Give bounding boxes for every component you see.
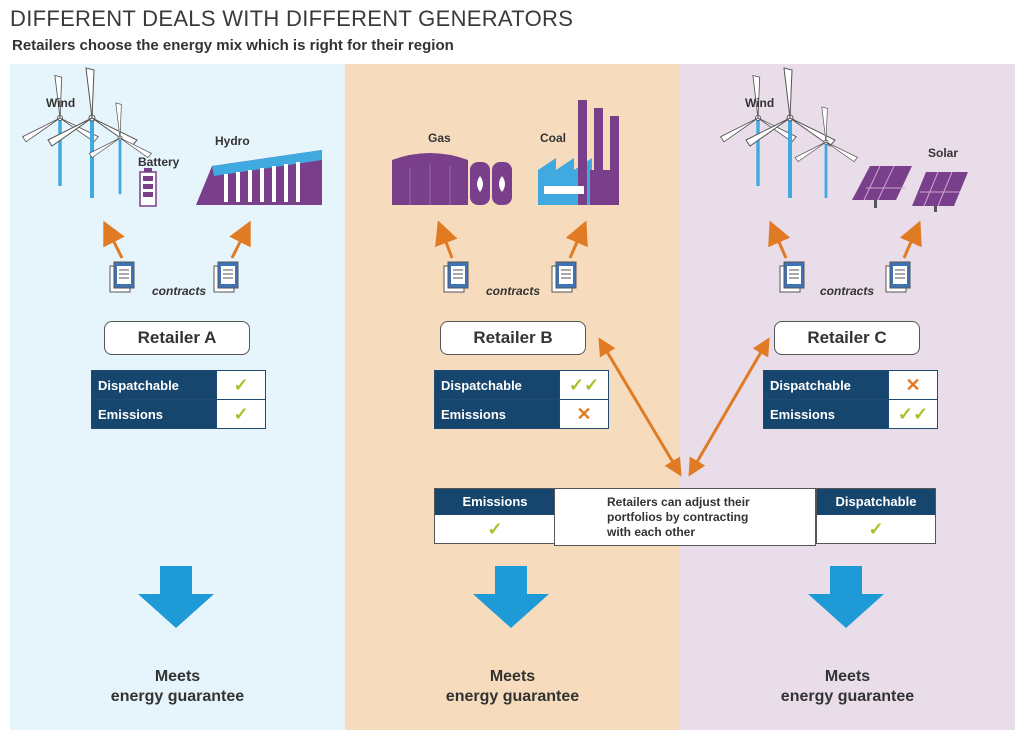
solar-panel-icon [852, 165, 968, 212]
attribute-label: Dispatchable [91, 370, 217, 400]
wind-turbine-icon [22, 67, 152, 199]
wind-label: Wind [46, 96, 76, 110]
wind-turbine-icon [720, 67, 858, 199]
result-line1: Meets [154, 668, 201, 685]
contract-document-icon [885, 261, 911, 293]
contract-document-icon [443, 261, 469, 293]
attribute-label: Emissions [91, 399, 217, 429]
coal-plant-icon [538, 100, 619, 205]
contract-arrow [899, 220, 922, 259]
contract-arrow [229, 220, 251, 259]
contract-arrow [435, 220, 458, 259]
contract-document-icon [213, 261, 239, 293]
gas-plant-icon [392, 153, 512, 205]
exchange-note-text: Retailers can adjust their portfolios by… [607, 495, 750, 539]
swap-dispatchable-mark: ✓ [868, 519, 884, 539]
page-subtitle: Retailers choose the energy mix which is… [12, 37, 454, 54]
attribute-mark: ✓✓ [888, 399, 938, 429]
attribute-label: Dispatchable [763, 370, 889, 400]
contract-arrow [103, 220, 125, 259]
retailer-b-box: Retailer B [440, 321, 586, 355]
contract-document-icon [779, 261, 805, 293]
contracts-label: contracts [820, 284, 875, 298]
result-text-b: Meets energy guarantee [345, 667, 680, 707]
contract-document-icon [109, 261, 135, 293]
table-row: Emissions ✓✓ [763, 399, 938, 429]
result-line2: energy guarantee [110, 688, 245, 705]
coal-label: Coal [540, 131, 567, 145]
retailer-c-box: Retailer C [774, 321, 920, 355]
down-arrow-icon [808, 566, 884, 628]
attribute-mark: ✓ [216, 399, 266, 429]
swap-dispatchable-box: Dispatchable ✓ [816, 488, 936, 544]
down-arrow-icon [473, 566, 549, 628]
attribute-label: Dispatchable [434, 370, 560, 400]
attribute-label: Emissions [434, 399, 560, 429]
page-title: DIFFERENT DEALS WITH DIFFERENT GENERATOR… [10, 6, 574, 31]
contract-document-icon [551, 261, 577, 293]
contract-arrow [565, 220, 588, 259]
exchange-arrow [688, 337, 770, 477]
contract-arrow [768, 220, 791, 259]
swap-emissions-box: Emissions ✓ [434, 488, 556, 544]
result-line1: Meets [824, 668, 871, 685]
attribute-mark: ✕ [559, 399, 609, 429]
wind-label: Wind [745, 96, 775, 110]
retailer-a-attributes: Dispatchable ✓ Emissions ✓ [91, 370, 266, 429]
down-arrow-icon [138, 566, 214, 628]
result-line2: energy guarantee [445, 688, 580, 705]
swap-emissions-mark: ✓ [487, 519, 503, 539]
retailer-b-attributes: Dispatchable ✓✓ Emissions ✕ [434, 370, 609, 429]
swap-dispatchable-label: Dispatchable [817, 489, 935, 515]
result-line2: energy guarantee [780, 688, 915, 705]
result-line1: Meets [489, 668, 536, 685]
attribute-mark: ✕ [888, 370, 938, 400]
contracts-label: contracts [152, 284, 207, 298]
exchange-arrow [598, 337, 682, 477]
battery-label: Battery [138, 155, 180, 169]
table-row: Dispatchable ✓ [91, 370, 266, 400]
result-text-c: Meets energy guarantee [680, 667, 1015, 707]
hydro-label: Hydro [215, 134, 250, 148]
gas-label: Gas [428, 131, 451, 145]
hydro-dam-icon [196, 150, 322, 205]
solar-label: Solar [928, 146, 959, 160]
battery-icon [139, 168, 157, 207]
contracts-label: contracts [486, 284, 541, 298]
attribute-mark: ✓✓ [559, 370, 609, 400]
attribute-label: Emissions [763, 399, 889, 429]
swap-emissions-label: Emissions [435, 489, 555, 515]
table-row: Emissions ✕ [434, 399, 609, 429]
retailer-c-attributes: Dispatchable ✕ Emissions ✓✓ [763, 370, 938, 429]
attribute-mark: ✓ [216, 370, 266, 400]
table-row: Dispatchable ✓✓ [434, 370, 609, 400]
retailer-a-box: Retailer A [104, 321, 250, 355]
result-text-a: Meets energy guarantee [10, 667, 345, 707]
table-row: Dispatchable ✕ [763, 370, 938, 400]
exchange-note: Retailers can adjust their portfolios by… [554, 488, 816, 546]
table-row: Emissions ✓ [91, 399, 266, 429]
